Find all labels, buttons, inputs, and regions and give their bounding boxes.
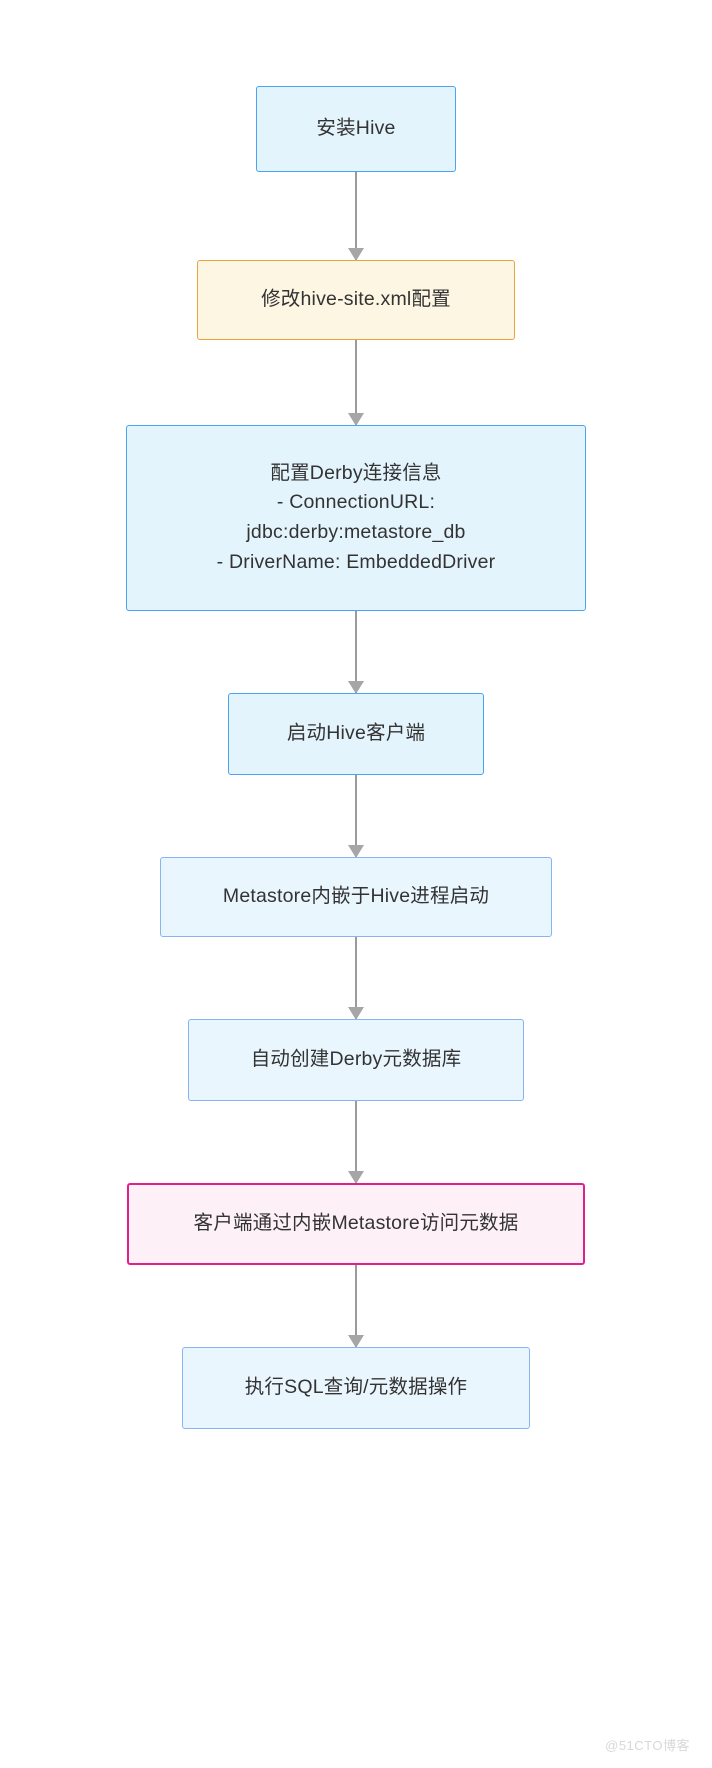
flow-node-label: Metastore内嵌于Hive进程启动 xyxy=(222,885,490,908)
flow-node-label: 启动Hive客户端 xyxy=(286,722,426,745)
flow-node-auto-create-derby-db[interactable]: 自动创建Derby元数据库 xyxy=(188,1019,524,1101)
watermark: @51CTO博客 xyxy=(605,1738,690,1753)
flow-node-label: 自动创建Derby元数据库 xyxy=(250,1048,462,1071)
flow-node-line-1: 配置Derby连接信息 xyxy=(270,461,442,484)
flow-node-execute-sql[interactable]: 执行SQL查询/元数据操作 xyxy=(182,1347,530,1429)
flow-node-edit-hive-site-xml[interactable]: 修改hive-site.xml配置 xyxy=(197,260,515,340)
flow-arrow-7 xyxy=(355,1265,357,1347)
flow-node-line-2: - ConnectionURL: xyxy=(276,491,436,514)
flow-node-install-hive[interactable]: 安装Hive xyxy=(256,86,456,172)
flow-node-start-hive-client[interactable]: 启动Hive客户端 xyxy=(228,693,484,775)
flow-node-line-4: - DriverName: EmbeddedDriver xyxy=(216,550,496,573)
flow-arrow-4 xyxy=(355,775,357,857)
flow-arrow-1 xyxy=(355,172,357,260)
flow-node-label: 安装Hive xyxy=(316,117,396,140)
flow-arrow-6 xyxy=(355,1101,357,1183)
flow-node-label: 客户端通过内嵌Metastore访问元数据 xyxy=(193,1212,519,1235)
flow-arrow-2 xyxy=(355,340,357,425)
flow-arrow-5 xyxy=(355,937,357,1019)
flow-node-label: 修改hive-site.xml配置 xyxy=(261,288,451,311)
flow-node-metastore-embedded[interactable]: Metastore内嵌于Hive进程启动 xyxy=(160,857,552,937)
flow-arrow-3 xyxy=(355,611,357,693)
flow-node-label: 执行SQL查询/元数据操作 xyxy=(244,1376,468,1399)
flow-node-client-access-metadata[interactable]: 客户端通过内嵌Metastore访问元数据 xyxy=(127,1183,585,1265)
flow-node-line-3: jdbc:derby:metastore_db xyxy=(246,521,466,543)
flow-node-derby-connection-config[interactable]: 配置Derby连接信息 - ConnectionURL: jdbc:derby:… xyxy=(126,425,586,611)
